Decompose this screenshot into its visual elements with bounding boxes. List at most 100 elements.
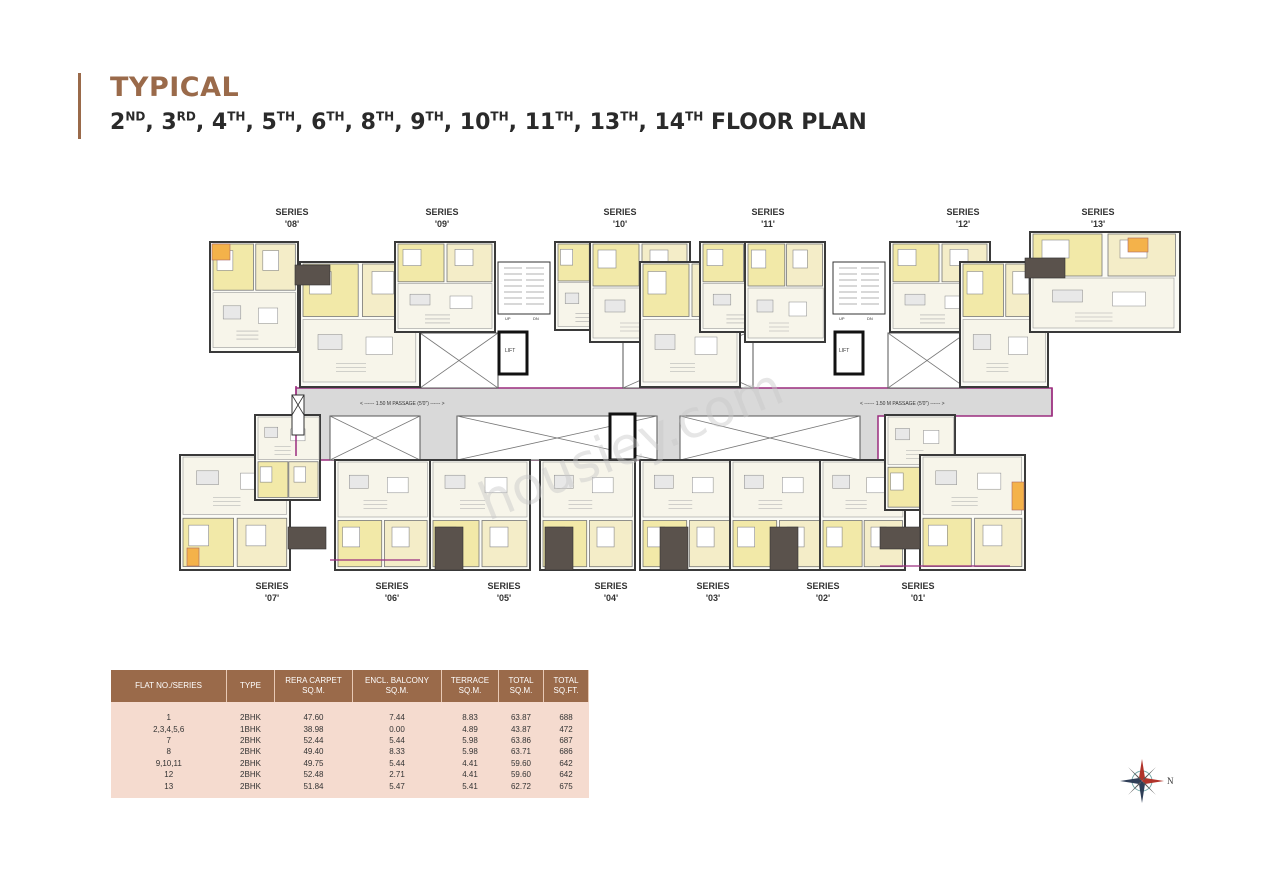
- bed: [982, 524, 1003, 547]
- series-number: '10': [612, 219, 628, 229]
- table-cell: 47.60: [274, 702, 353, 724]
- north-label: N: [1167, 776, 1174, 786]
- sofa: [564, 292, 580, 304]
- table-cell: 2BHK: [226, 768, 275, 781]
- sofa: [264, 426, 278, 438]
- series-word: SERIES: [375, 581, 409, 591]
- living-room: [542, 461, 633, 518]
- table-cell: 13: [111, 780, 227, 798]
- staircase: [832, 261, 886, 315]
- table-cell: 688: [543, 702, 589, 724]
- bed: [188, 524, 209, 547]
- table-cell: 7: [111, 734, 227, 747]
- dining-table: [694, 336, 718, 355]
- floor-suffix: TH: [685, 109, 704, 124]
- sofa: [409, 293, 431, 306]
- dining-table: [592, 477, 614, 494]
- series-word: SERIES: [255, 581, 289, 591]
- bed: [751, 249, 767, 269]
- table-header: TYPE: [226, 670, 275, 702]
- floor-suffix: TH: [425, 109, 444, 124]
- series-word: SERIES: [603, 207, 637, 217]
- bed: [391, 526, 410, 548]
- terrace: [879, 526, 921, 550]
- table-cell: 8: [111, 746, 227, 758]
- series-number: '04': [603, 593, 619, 603]
- floor-number: 11: [524, 110, 556, 135]
- floor-number: 5: [261, 110, 277, 135]
- floor-number: 14: [654, 110, 686, 135]
- sofa: [222, 305, 242, 320]
- table-cell: 1BHK: [226, 723, 275, 735]
- bed: [293, 466, 306, 483]
- table-cell: 7.44: [352, 702, 442, 724]
- series-label: SERIES'02': [793, 580, 853, 604]
- bed: [706, 249, 724, 266]
- floor-suffix: TH: [375, 109, 395, 124]
- table-cell: 4.41: [441, 768, 499, 781]
- staircase: [497, 261, 551, 315]
- series-number: '12': [955, 219, 971, 229]
- bed: [928, 524, 948, 547]
- sofa: [895, 428, 910, 441]
- table-header: RERA CARPET SQ.M.: [274, 670, 353, 702]
- sofa: [349, 474, 369, 489]
- series-number: '02': [815, 593, 831, 603]
- series-word: SERIES: [901, 581, 935, 591]
- table-cell: 2BHK: [226, 780, 275, 798]
- balcony: [186, 547, 200, 567]
- series-label: SERIES'12': [933, 206, 993, 230]
- living-room: [212, 292, 297, 348]
- balcony: [1011, 481, 1025, 511]
- series-word: SERIES: [696, 581, 730, 591]
- floor-suffix: TH: [227, 109, 246, 124]
- floor-suffix: TH: [326, 109, 345, 124]
- sofa: [904, 293, 926, 306]
- duct-cross: [291, 394, 305, 416]
- table-cell: 59.60: [498, 757, 544, 769]
- bed: [402, 249, 422, 266]
- table-cell: 51.84: [274, 780, 353, 798]
- bed: [597, 249, 617, 269]
- series-word: SERIES: [1081, 207, 1115, 217]
- table-cell: 49.75: [274, 757, 353, 769]
- terrace: [434, 526, 464, 571]
- balcony: [211, 243, 231, 261]
- series-word: SERIES: [751, 207, 785, 217]
- table-cell: 8.33: [352, 746, 442, 758]
- table-cell: 2,3,4,5,6: [111, 723, 227, 735]
- dining-table: [387, 477, 409, 494]
- terrace: [1024, 257, 1066, 279]
- table-cell: 675: [543, 780, 589, 798]
- table-cell: 2.71: [352, 768, 442, 781]
- table-cell: 5.41: [441, 780, 499, 798]
- page-title: TYPICAL: [110, 72, 240, 103]
- bed: [1012, 271, 1029, 295]
- bed: [890, 472, 904, 491]
- series-label: SERIES'05': [474, 580, 534, 604]
- bed: [1041, 239, 1070, 259]
- table-cell: 687: [543, 734, 589, 747]
- table-header: TERRACE SQ.M.: [441, 670, 499, 702]
- living-room: [257, 416, 320, 460]
- living-room: [922, 456, 1022, 515]
- terrace: [659, 526, 689, 571]
- table-cell: 642: [543, 757, 589, 769]
- terrace: [544, 526, 574, 571]
- void-cross: [679, 415, 861, 461]
- bed: [647, 271, 667, 295]
- table-cell: 0.00: [352, 723, 442, 735]
- series-word: SERIES: [275, 207, 309, 217]
- table-cell: 63.87: [498, 702, 544, 724]
- series-number: '09': [434, 219, 450, 229]
- floor-number: 3: [161, 110, 177, 135]
- passage-label: < ------ 1.50 M PASSAGE (5'0") ------ >: [360, 401, 445, 407]
- stair-down-label: DN: [867, 316, 873, 321]
- floor-plan-suffix: FLOOR PLAN: [711, 110, 867, 135]
